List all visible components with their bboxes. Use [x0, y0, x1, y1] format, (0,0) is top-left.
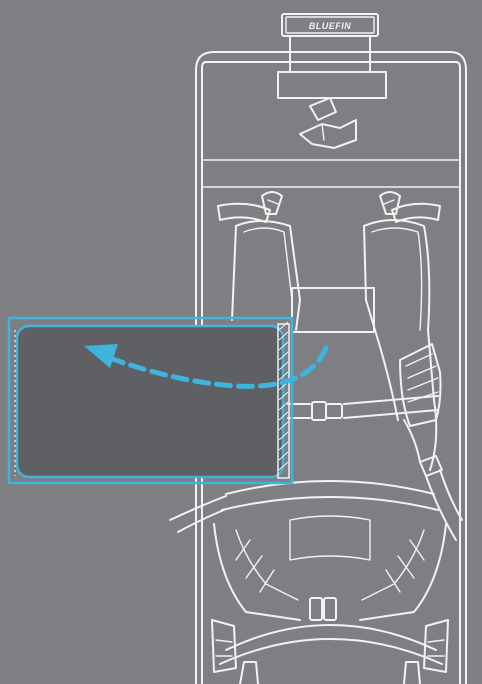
board-outline	[9, 318, 292, 483]
brand-mark-icon	[300, 98, 356, 148]
top-handle: BLUEFIN	[278, 14, 386, 98]
shoulder-strap-tabs	[218, 192, 440, 222]
strap-buckle-icon	[312, 402, 326, 420]
hip-belt	[170, 481, 446, 620]
brand-logo: BLUEFIN	[309, 21, 352, 31]
side-buckle	[404, 420, 462, 540]
waist-strap	[212, 598, 448, 684]
